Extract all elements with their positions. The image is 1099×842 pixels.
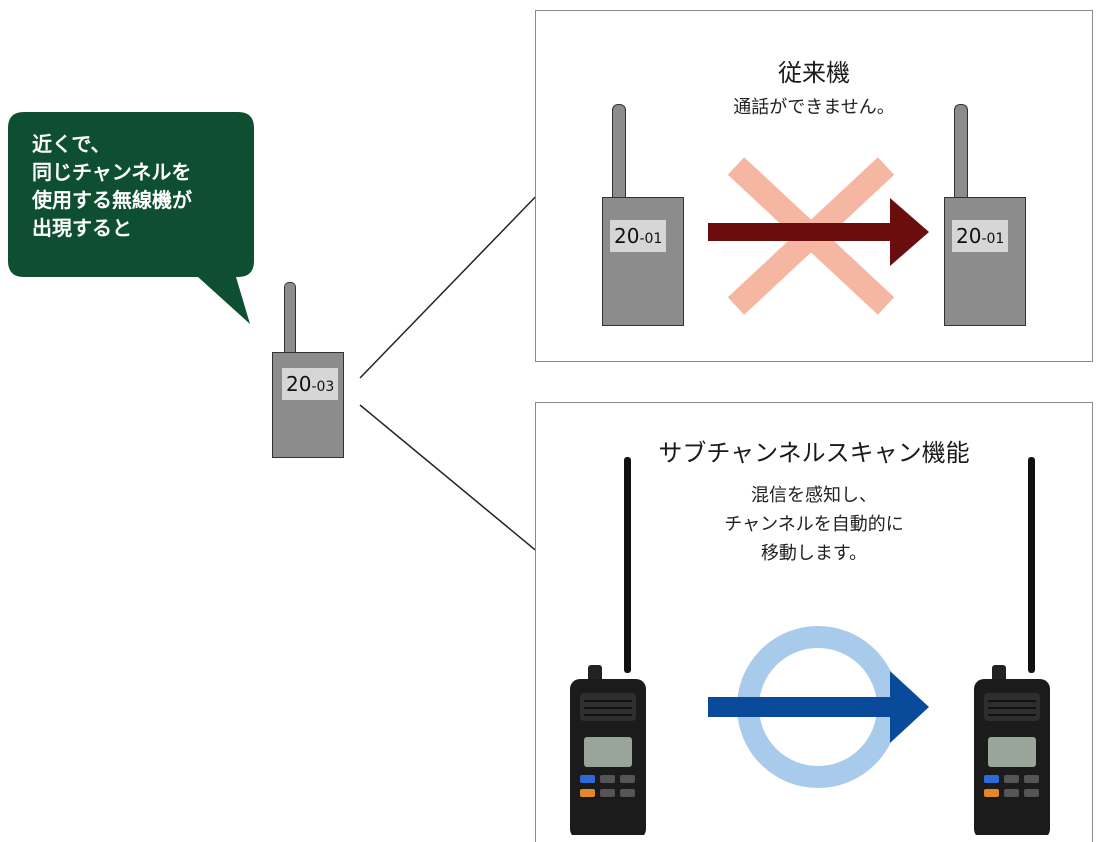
bubble-line: 使用する無線機が [32, 188, 192, 212]
subchannel-scan-panel: サブチャンネルスキャン機能 混信を感知し、 チャンネルを自動的に 移動します。 [535, 402, 1093, 842]
radio-channel-display: 20-01 [610, 220, 667, 252]
transmission-arrow-head [890, 198, 929, 266]
subtitle-line: チャンネルを自動的に [724, 514, 904, 535]
transmission-arrow [708, 697, 894, 717]
panel-subtitle: 通話ができません。 [733, 97, 895, 118]
panel-title: 従来機 [778, 59, 850, 87]
bubble-line: 出現すると [32, 216, 132, 240]
radio-body [602, 197, 684, 326]
bubble-line: 同じチャンネルを [32, 160, 192, 184]
transceiver-left-icon [570, 457, 646, 835]
radio-antenna [284, 282, 296, 356]
radio-antenna [612, 104, 626, 202]
subtitle-line: 混信を感知し、 [751, 485, 877, 506]
conventional-device-panel: 従来機 通話ができません。 20-01 20-01 [535, 10, 1093, 362]
speech-bubble [8, 112, 254, 324]
radio-antenna [954, 104, 968, 202]
panel-subtitle: 混信を感知し、 チャンネルを自動的に 移動します。 [536, 481, 1092, 568]
center-radio: 20-03 [272, 282, 344, 458]
speech-bubble-text: 近くで、 同じチャンネルを 使用する無線機が 出現すると [32, 130, 192, 242]
subtitle-line: 移動します。 [760, 543, 868, 564]
radio-channel-display: 20-01 [952, 220, 1009, 252]
panel-title: サブチャンネルスキャン機能 [658, 439, 970, 467]
bubble-line: 近くで、 [32, 132, 111, 156]
transmission-arrow [708, 223, 894, 241]
transceiver-right-icon [974, 457, 1050, 835]
successful-transmission-graphic [570, 457, 1050, 835]
radio-right: 20-01 [944, 104, 1026, 326]
radio-channel-display: 20-03 [282, 368, 339, 400]
blocked-transmission-graphic [708, 157, 929, 315]
radio-left: 20-01 [602, 104, 684, 326]
transmission-arrow-head [890, 671, 929, 743]
radio-body [944, 197, 1026, 326]
